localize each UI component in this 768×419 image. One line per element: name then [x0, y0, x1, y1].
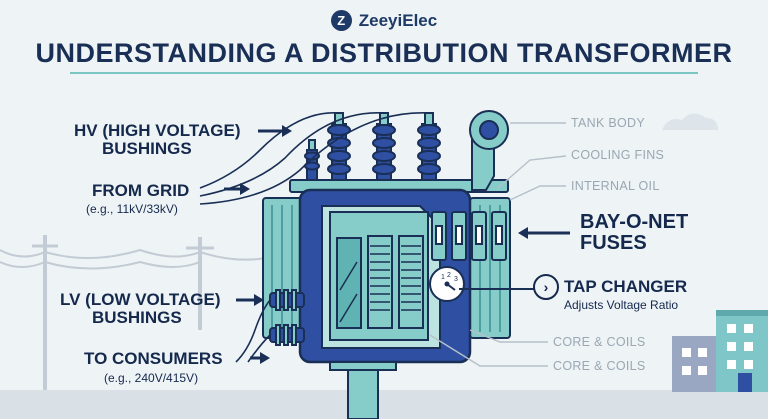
bay-o-net-fuses: [431, 211, 507, 261]
brand-name: ZeeyiElec: [358, 10, 438, 30]
hv-incoming-wires: [199, 112, 430, 205]
hv-bushings-label-line2: BUSHINGS: [102, 138, 192, 158]
hv-bushings: [304, 112, 441, 181]
bay-o-net-label-line1: BAY-O-NET: [580, 211, 689, 233]
from-grid-label: FROM GRID: [92, 181, 190, 200]
from-grid-sublabel: (e.g., 11kV/33kV): [86, 202, 178, 216]
internal-oil-label: INTERNAL OIL: [571, 179, 660, 193]
lv-bushings: [269, 289, 305, 346]
chevron-right-icon: ›: [533, 274, 559, 300]
core-and-coils: [329, 211, 429, 341]
brand-logo-icon: Z: [330, 10, 352, 31]
tap-dial-number: 1: [441, 274, 445, 281]
to-consumers-label: TO CONSUMERS: [84, 349, 223, 368]
tank-base: [329, 361, 397, 371]
conservator: [469, 110, 509, 191]
bay-o-net-label-line2: FUSES: [580, 232, 647, 254]
background-scenery: [0, 235, 276, 395]
bay-o-net-fuses-label: BAY-O-NET FUSES: [580, 212, 688, 254]
buildings: [672, 310, 768, 392]
tap-changer-label: TAP CHANGER: [564, 277, 688, 296]
to-consumers-sublabel: (e.g., 240V/415V): [104, 371, 199, 385]
lv-bushings-label-line1: LV (LOW VOLTAGE): [60, 290, 221, 309]
cooling-fins-label: COOLING FINS: [571, 148, 665, 162]
tap-dial-number: 2: [447, 272, 451, 279]
page-title: UNDERSTANDING A DISTRIBUTION TRANSFORMER: [35, 38, 733, 68]
label-arrows: [224, 125, 570, 364]
ground: [0, 390, 768, 419]
core-coils-label-2: CORE & COILS: [553, 359, 646, 373]
title-divider: [70, 72, 698, 74]
grey-leader-lines: [429, 122, 567, 367]
cloud-icon: [662, 113, 718, 130]
support-pole: [347, 367, 379, 419]
core-coils-label-1: CORE & COILS: [553, 335, 646, 349]
tap-changer-sublabel: Adjusts Voltage Ratio: [564, 298, 679, 312]
tank-body-label: TANK BODY: [571, 116, 646, 130]
brand: Z ZeeyiElec: [0, 10, 768, 31]
hv-bushings-label-line1: HV (HIGH VOLTAGE): [74, 121, 241, 140]
lv-bushings-label-line2: BUSHINGS: [92, 307, 182, 327]
lv-bushings-label: LV (LOW VOLTAGE) BUSHINGS: [60, 291, 221, 327]
lv-outgoing-wires: [235, 299, 271, 363]
tap-dial-number: 3: [454, 276, 458, 283]
coil-windings: [370, 245, 421, 311]
hv-bushings-label: HV (HIGH VOLTAGE) BUSHINGS: [74, 122, 241, 158]
tap-changer-dial: 1 2 3: [429, 266, 465, 302]
